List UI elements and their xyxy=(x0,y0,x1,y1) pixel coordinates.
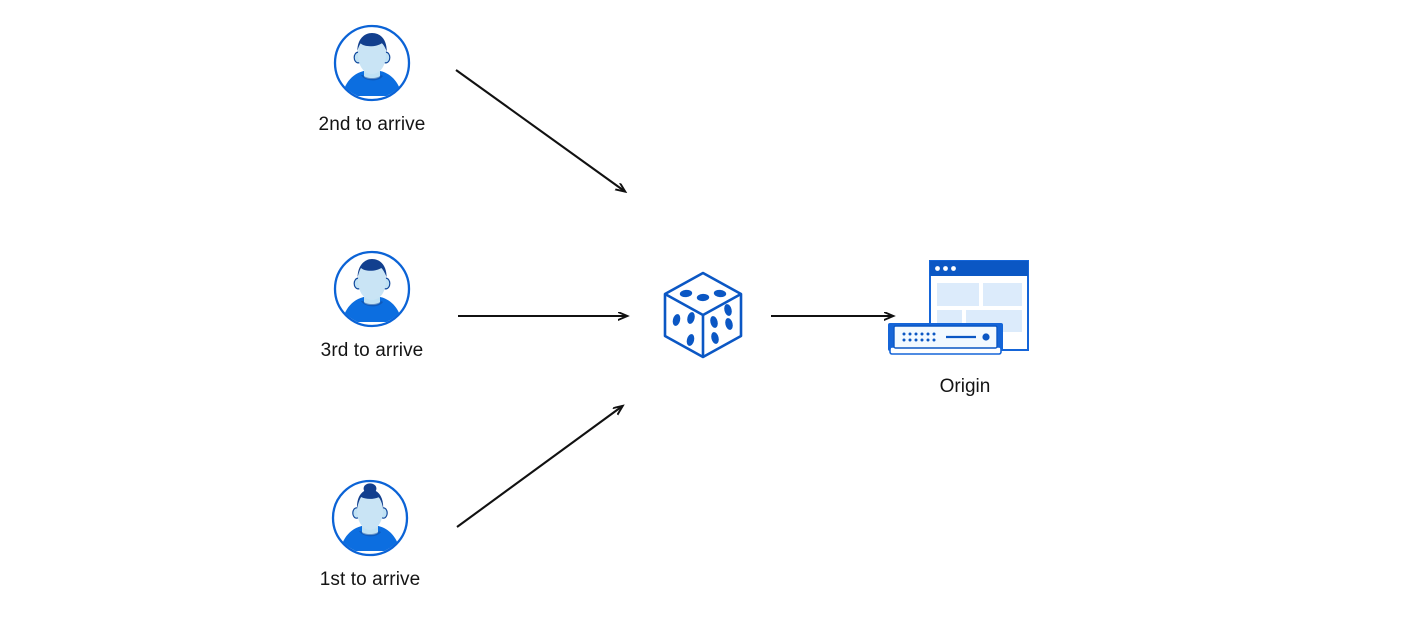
node-label-client-1st: 1st to arrive xyxy=(319,569,421,590)
user-avatar-icon xyxy=(302,24,442,102)
user-avatar-icon xyxy=(300,479,440,557)
arrow-2nd-to-dice xyxy=(455,69,625,192)
node-label-client-2nd: 2nd to arrive xyxy=(318,114,426,135)
node-label-client-3rd: 3rd to arrive xyxy=(320,340,424,361)
node-client-2nd: 2nd to arrive xyxy=(302,24,442,136)
node-origin: Origin xyxy=(880,258,1050,398)
node-randomizer xyxy=(648,260,758,370)
arrow-1st-to-dice xyxy=(456,406,623,528)
node-client-1st: 1st to arrive xyxy=(300,479,440,591)
node-label-origin: Origin xyxy=(939,376,991,397)
user-avatar-icon xyxy=(302,250,442,328)
dice-icon xyxy=(663,271,743,359)
origin-server-icon xyxy=(880,258,1050,370)
router-device-icon xyxy=(888,323,1003,355)
node-client-3rd: 3rd to arrive xyxy=(302,250,442,362)
